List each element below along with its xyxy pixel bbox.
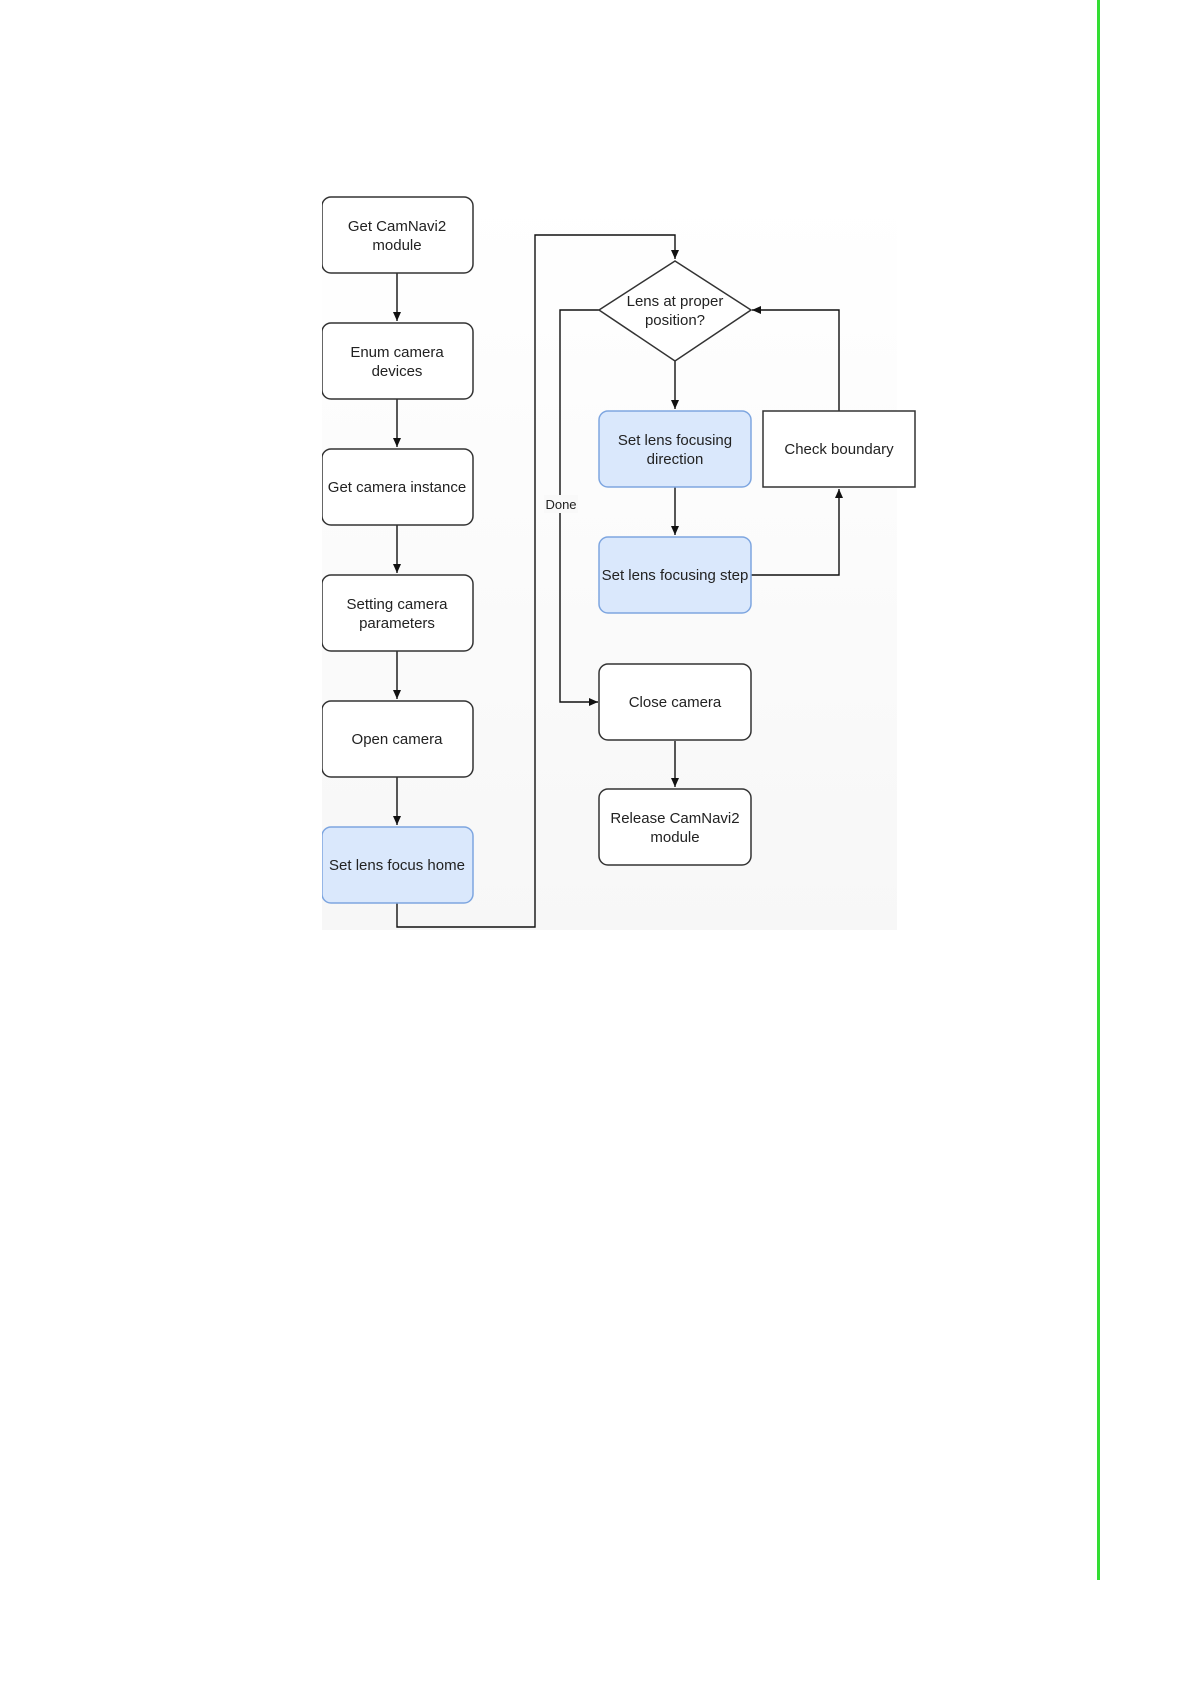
node-get-module-line2: module: [372, 237, 421, 254]
node-enum-devices-line1: Enum camera: [350, 344, 444, 361]
node-open-camera-label: Open camera: [352, 731, 444, 748]
node-set-direction-line1: Set lens focusing: [618, 432, 732, 449]
node-get-instance: Get camera instance: [322, 449, 473, 525]
flowchart: Done Get CamNavi2 module Enum camera dev…: [322, 195, 922, 955]
node-set-focus-home: Set lens focus home: [322, 827, 473, 903]
node-set-direction: Set lens focusing direction: [599, 411, 751, 487]
node-close-camera-label: Close camera: [629, 694, 722, 711]
flowchart-panel: Done Get CamNavi2 module Enum camera dev…: [322, 195, 897, 930]
node-close-camera: Close camera: [599, 664, 751, 740]
node-setting-params-line1: Setting camera: [347, 596, 449, 613]
node-open-camera: Open camera: [322, 701, 473, 777]
node-release-module-line1: Release CamNavi2: [610, 810, 739, 827]
edge-boundary-to-decision: [752, 310, 839, 411]
node-release-module: Release CamNavi2 module: [599, 789, 751, 865]
node-lens-decision: Lens at proper position?: [599, 261, 751, 361]
node-lens-decision-line1: Lens at proper: [627, 293, 724, 310]
node-get-module-line1: Get CamNavi2: [348, 218, 446, 235]
edge-label-done: Done: [545, 497, 576, 512]
node-get-module: Get CamNavi2 module: [322, 197, 473, 273]
node-release-module-line2: module: [650, 829, 699, 846]
page-margin-line: [1097, 0, 1100, 1580]
node-setting-params: Setting camera parameters: [322, 575, 473, 651]
edge-step-to-boundary: [751, 489, 839, 575]
node-enum-devices: Enum camera devices: [322, 323, 473, 399]
node-set-focus-home-label: Set lens focus home: [329, 857, 465, 874]
node-check-boundary-label: Check boundary: [784, 441, 894, 458]
node-enum-devices-line2: devices: [372, 363, 423, 380]
node-get-instance-label: Get camera instance: [328, 479, 466, 496]
node-set-step: Set lens focusing step: [599, 537, 751, 613]
node-set-direction-line2: direction: [647, 451, 704, 468]
node-setting-params-line2: parameters: [359, 615, 435, 632]
node-lens-decision-line2: position?: [645, 312, 705, 329]
node-check-boundary: Check boundary: [763, 411, 915, 487]
node-set-step-label: Set lens focusing step: [602, 567, 749, 584]
